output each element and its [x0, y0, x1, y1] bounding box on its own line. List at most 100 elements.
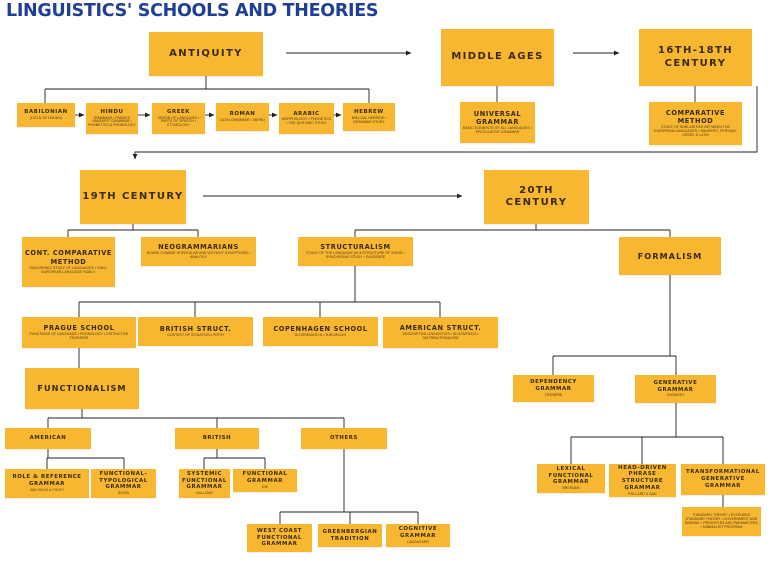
- node-label: NEOGRAMMARIANS: [158, 242, 239, 251]
- node-label: 19TH CENTURY: [82, 190, 184, 202]
- node-label: GENERATIVE GRAMMAR: [653, 379, 698, 393]
- node-sublabel: TESNIÈRE: [544, 392, 563, 397]
- node-sublabel: DIACHRONIC STUDY OF LANGUAGES • INDO-EUR…: [29, 265, 108, 274]
- node-sublabel: GRAMMAR • PANINI'S SANSKRIT GRAMMAR • PH…: [88, 115, 136, 128]
- node-sublabel: STUDY OF SIMILARITIES BETWEEN THE EUROPE…: [654, 125, 737, 138]
- tree-formalism: [552, 275, 677, 375]
- node-label: BRITISH: [202, 435, 232, 442]
- node-others: OTHERS: [301, 428, 387, 449]
- tree-structuralism: [78, 266, 441, 317]
- node-sublabel: LANGACKER: [407, 539, 429, 544]
- node-sublabel: STUDY OF THE LANGUAGE AS A STRUCTURE OF …: [306, 251, 405, 260]
- node-label: STRUCTURALISM: [320, 242, 391, 251]
- node-functionalism: FUNCTIONALISM: [25, 368, 139, 409]
- node-sublabel: GIVÓN: [117, 491, 130, 496]
- tree-american: [46, 449, 125, 469]
- node-label: ROLE & REFERENCE GRAMMAR: [12, 474, 82, 488]
- tree-20th: [354, 224, 671, 237]
- node-label: BABILONIAN: [24, 109, 68, 116]
- node-label: ARABIC: [293, 110, 320, 117]
- node-label: BRITISH STRUCT.: [159, 324, 232, 333]
- node-sublabel: BIBLICAL HEBREW • GRAMMAR STUDY: [351, 115, 387, 124]
- page-title: LINGUISTICS' SCHOOLS AND THEORIES: [6, 1, 379, 21]
- node-british: BRITISH: [175, 428, 259, 449]
- node-sublabel: VAN VALIN & FOLEY: [29, 487, 65, 492]
- node-label: COPENHAGEN SCHOOL: [273, 324, 368, 333]
- node-sublabel: POLLARD & SAG: [628, 491, 657, 496]
- node-formalism: FORMALISM: [619, 237, 721, 275]
- node-sublabel: CONTEXT OF SITUATION • FIRTH: [167, 333, 224, 338]
- node-sublabel: SOUND CHANGE IS REGULAR AND WITHOUT EXCE…: [146, 251, 251, 260]
- node-transformational: TRANSFORMATIONAL GENERATIVE GRAMMAR: [681, 464, 765, 495]
- node-label: HEBREW: [354, 109, 384, 116]
- node-label: 16TH-18TH CENTURY: [658, 45, 733, 69]
- node-label: SYSTEMIC FUNCTIONAL GRAMMAR: [182, 470, 227, 491]
- node-label: COGNITIVE GRAMMAR: [398, 526, 438, 540]
- node-label: LEXICAL FUNCTIONAL GRAMMAR: [548, 465, 594, 486]
- node-american-struct: AMERICAN STRUCT.DESCRIPTIVE LINGUISTICS …: [383, 317, 498, 348]
- node-sublabel: DIK: [262, 484, 268, 489]
- node-label: AMERICAN STRUCT.: [399, 323, 482, 332]
- node-sublabel: BASIC ELEMENTS OF ALL LANGUAGES • SPECUL…: [462, 126, 533, 135]
- node-sublabel: LATIN GRAMMAR • VARRO: [220, 117, 265, 122]
- arrow-16th-18th-19th: [132, 86, 758, 160]
- node-label: ROMAN: [229, 111, 256, 118]
- node-label: ANTIQUITY: [169, 47, 243, 59]
- node-c19: 19TH CENTURY: [80, 170, 186, 224]
- node-british-struct: BRITISH STRUCT.CONTEXT OF SITUATION • FI…: [138, 317, 253, 346]
- tree-functionalism: [47, 409, 345, 428]
- node-babilonian: BABILONIAN(LISTS OF NOUNS): [17, 103, 75, 127]
- node-sublabel: GLOSSEMATICS • HJELMSLEV: [294, 333, 347, 338]
- node-sublabel: ORIGIN OF LANGUAGE • PARTS OF SPEECH • E…: [157, 115, 200, 128]
- node-sublabel: DESCRIPTIVE LINGUISTICS • BLOOMFIELD • D…: [402, 332, 479, 341]
- node-label: GREEK: [166, 108, 191, 115]
- node-sublabel: FUNCTIONS OF LANGUAGE • PHONOLOGY • DIST…: [29, 332, 129, 341]
- node-label: FUNCTIONALISM: [37, 383, 127, 394]
- node-label: FUNCTIONAL GRAMMAR: [242, 471, 288, 485]
- node-label: FUNCTIONAL-TYPOLOGICAL GRAMMAR: [99, 470, 148, 491]
- node-c16-18: 16TH-18TH CENTURY: [639, 29, 752, 86]
- node-c20: 20TH CENTURY: [484, 170, 589, 224]
- node-label: AMERICAN: [29, 435, 67, 442]
- node-west-coast: WEST COAST FUNCTIONAL GRAMMAR: [247, 524, 312, 552]
- node-sublabel: HALLIDAY: [196, 491, 213, 496]
- node-sublabel: CHOMSKY: [666, 393, 685, 398]
- node-sublabel: MORPHOLOGY • PHONETICS • THE QUR'ANIC ST…: [281, 117, 332, 126]
- node-label: PRAGUE SCHOOL: [43, 323, 115, 332]
- node-sublabel: (LISTS OF NOUNS): [29, 115, 63, 120]
- node-antiquity: ANTIQUITY: [149, 32, 263, 76]
- node-label: HEAD-DRIVEN PHRASE STRUCTURE GRAMMAR: [618, 464, 667, 491]
- tree-british: [203, 449, 266, 469]
- node-american: AMERICAN: [5, 428, 91, 449]
- node-label: COMPARATIVE METHOD: [665, 108, 726, 126]
- node-label: FORMALISM: [637, 250, 703, 261]
- tree-19th: [67, 224, 199, 237]
- node-sublabel: STANDARD THEORY • EXTENDED STANDARD THEO…: [685, 513, 758, 529]
- node-label: OTHERS: [329, 435, 359, 442]
- node-label: UNIVERSAL GRAMMAR: [473, 109, 522, 127]
- node-label: 20TH CENTURY: [505, 184, 568, 209]
- node-label: WEST COAST FUNCTIONAL GRAMMAR: [256, 527, 303, 548]
- node-label: TRANSFORMATIONAL GENERATIVE GRAMMAR: [686, 469, 760, 489]
- node-middle-ages: MIDDLE AGES: [441, 29, 554, 86]
